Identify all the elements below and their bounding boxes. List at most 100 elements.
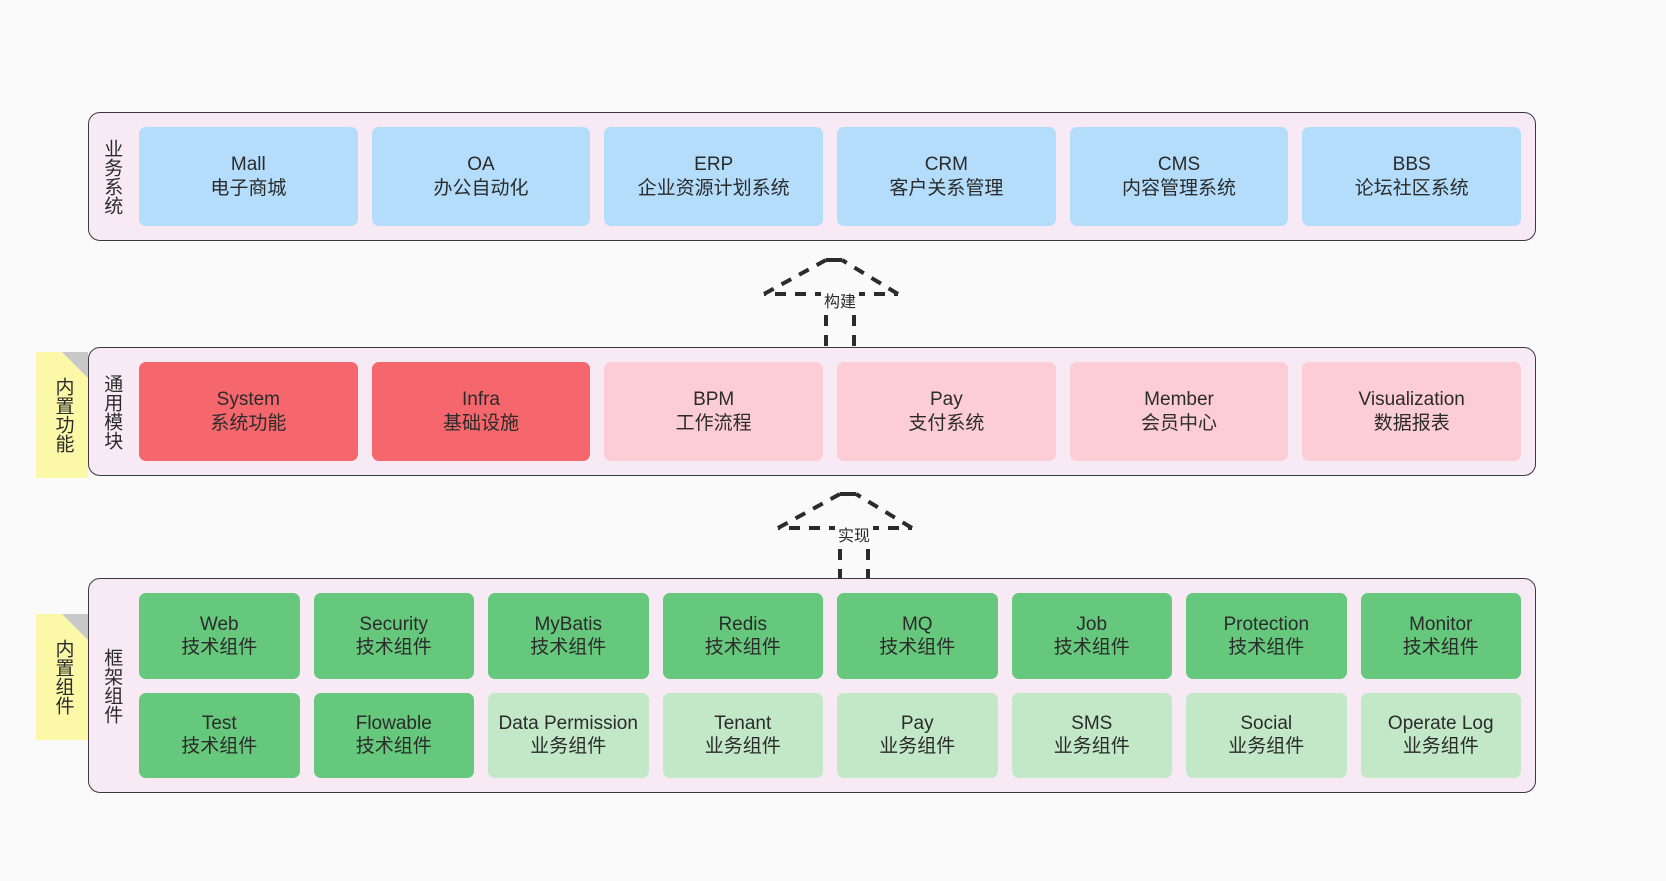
module-box-system[interactable]: System 系统功能	[139, 362, 358, 461]
module-box-tenant[interactable]: Tenant 业务组件	[662, 692, 823, 778]
module-box-bpm[interactable]: BPM 工作流程	[604, 362, 824, 461]
module-desc: 基础设施	[443, 412, 520, 434]
module-name: CMS	[1157, 154, 1201, 176]
note-fold-corner-icon	[62, 352, 88, 378]
module-name: Job	[1076, 613, 1108, 635]
module-box-cms[interactable]: CMS 内容管理系统	[1069, 127, 1289, 226]
module-box-pay-component[interactable]: Pay 业务组件	[837, 692, 998, 778]
module-row: Test 技术组件 Flowable 技术组件 Data Permission …	[139, 692, 1521, 778]
module-box-security[interactable]: Security 技术组件	[313, 593, 474, 679]
sticky-note-builtin-features: 内置功能	[36, 352, 88, 478]
module-box-flowable[interactable]: Flowable 技术组件	[313, 692, 474, 778]
module-name: Monitor	[1409, 613, 1473, 635]
module-box-sms[interactable]: SMS 业务组件	[1011, 692, 1172, 778]
layer-business-systems: 业务系统 Mall 电子商城 OA 办公自动化 ERP 企业资源计划系统 CRM…	[88, 112, 1536, 241]
module-desc: 技术组件	[1402, 636, 1479, 658]
connector-implement-label: 实现	[834, 522, 874, 546]
module-desc: 支付系统	[908, 412, 985, 434]
module-name: CRM	[924, 154, 968, 176]
module-row: System 系统功能 Infra 基础设施 BPM 工作流程 Pay 支付系统…	[139, 362, 1522, 461]
layer-title-business-systems: 业务系统	[101, 138, 123, 215]
module-desc: 技术组件	[1228, 636, 1305, 658]
module-box-erp[interactable]: ERP 企业资源计划系统	[604, 127, 824, 226]
sticky-note-builtin-components: 内置组件	[36, 614, 88, 740]
module-name: Member	[1144, 389, 1214, 411]
module-name: Mall	[230, 154, 266, 176]
module-box-job[interactable]: Job 技术组件	[1011, 593, 1172, 679]
layer-common-modules: 通用模块 System 系统功能 Infra 基础设施 BPM 工作流程 Pay…	[88, 347, 1536, 476]
module-box-protection[interactable]: Protection 技术组件	[1186, 593, 1347, 679]
module-box-mall[interactable]: Mall 电子商城	[139, 127, 358, 226]
module-name: Pay	[929, 389, 963, 411]
module-desc: 业务组件	[530, 736, 607, 758]
note-fold-corner-icon	[62, 614, 88, 640]
module-box-bbs[interactable]: BBS 论坛社区系统	[1302, 127, 1522, 226]
layer-body-common-modules: System 系统功能 Infra 基础设施 BPM 工作流程 Pay 支付系统…	[133, 348, 1535, 475]
module-box-data-permission[interactable]: Data Permission 业务组件	[488, 692, 649, 778]
module-box-oa[interactable]: OA 办公自动化	[371, 127, 591, 226]
module-desc: 工作流程	[675, 412, 752, 434]
connector-build: 构建	[756, 258, 906, 346]
layer-framework-components: 框架组件 Web 技术组件 Security 技术组件 MyBatis 技术组件…	[88, 578, 1536, 793]
module-name: Flowable	[355, 713, 432, 735]
module-box-operate-log[interactable]: Operate Log 业务组件	[1360, 692, 1521, 778]
module-box-web[interactable]: Web 技术组件	[139, 593, 300, 679]
module-desc: 客户关系管理	[889, 177, 1004, 199]
module-desc: 技术组件	[355, 636, 432, 658]
module-name: SMS	[1071, 713, 1113, 735]
module-box-monitor[interactable]: Monitor 技术组件	[1360, 593, 1521, 679]
module-name: Visualization	[1358, 389, 1465, 411]
module-desc: 业务组件	[879, 736, 956, 758]
layer-body-business-systems: Mall 电子商城 OA 办公自动化 ERP 企业资源计划系统 CRM 客户关系…	[133, 113, 1535, 240]
module-name: Pay	[900, 713, 934, 735]
module-name: Test	[201, 713, 237, 735]
module-name: OA	[467, 154, 495, 176]
module-desc: 技术组件	[355, 736, 432, 758]
module-name: Tenant	[714, 713, 772, 735]
module-desc: 技术组件	[1053, 636, 1130, 658]
module-box-social[interactable]: Social 业务组件	[1186, 692, 1347, 778]
module-desc: 技术组件	[181, 736, 258, 758]
module-box-redis[interactable]: Redis 技术组件	[662, 593, 823, 679]
module-desc: 系统功能	[210, 412, 287, 434]
module-row: Web 技术组件 Security 技术组件 MyBatis 技术组件 Redi…	[139, 593, 1521, 679]
module-desc: 企业资源计划系统	[637, 177, 790, 199]
module-desc: 技术组件	[530, 636, 607, 658]
connector-build-label: 构建	[820, 288, 860, 312]
sticky-note-label: 内置组件	[52, 639, 74, 715]
module-box-test[interactable]: Test 技术组件	[139, 692, 300, 778]
module-name: BBS	[1392, 154, 1431, 176]
layer-title-framework-components: 框架组件	[101, 647, 123, 724]
module-desc: 业务组件	[1228, 736, 1305, 758]
module-name: BPM	[693, 389, 735, 411]
layer-body-framework-components: Web 技术组件 Security 技术组件 MyBatis 技术组件 Redi…	[133, 579, 1535, 792]
module-box-infra[interactable]: Infra 基础设施	[371, 362, 591, 461]
module-row: Mall 电子商城 OA 办公自动化 ERP 企业资源计划系统 CRM 客户关系…	[139, 127, 1522, 226]
module-box-mq[interactable]: MQ 技术组件	[837, 593, 998, 679]
module-name: Redis	[718, 613, 768, 635]
module-box-member[interactable]: Member 会员中心	[1069, 362, 1289, 461]
module-box-pay[interactable]: Pay 支付系统	[837, 362, 1056, 461]
module-box-visualization[interactable]: Visualization 数据报表	[1302, 362, 1522, 461]
module-name: System	[216, 389, 281, 411]
module-box-mybatis[interactable]: MyBatis 技术组件	[488, 593, 649, 679]
module-desc: 办公自动化	[433, 177, 529, 199]
module-name: Data Permission	[498, 713, 638, 735]
module-desc: 技术组件	[704, 636, 781, 658]
module-box-crm[interactable]: CRM 客户关系管理	[837, 127, 1056, 226]
module-desc: 业务组件	[704, 736, 781, 758]
module-desc: 业务组件	[1402, 736, 1479, 758]
module-desc: 会员中心	[1141, 412, 1218, 434]
module-desc: 数据报表	[1373, 412, 1450, 434]
module-desc: 内容管理系统	[1122, 177, 1237, 199]
module-desc: 技术组件	[879, 636, 956, 658]
module-desc: 业务组件	[1053, 736, 1130, 758]
module-name: Social	[1240, 713, 1293, 735]
connector-implement: 实现	[770, 492, 920, 580]
module-desc: 技术组件	[181, 636, 258, 658]
module-name: Operate Log	[1387, 713, 1494, 735]
module-desc: 论坛社区系统	[1354, 177, 1469, 199]
layer-title-common-modules: 通用模块	[101, 373, 123, 450]
module-name: ERP	[694, 154, 734, 176]
module-name: Infra	[461, 389, 501, 411]
